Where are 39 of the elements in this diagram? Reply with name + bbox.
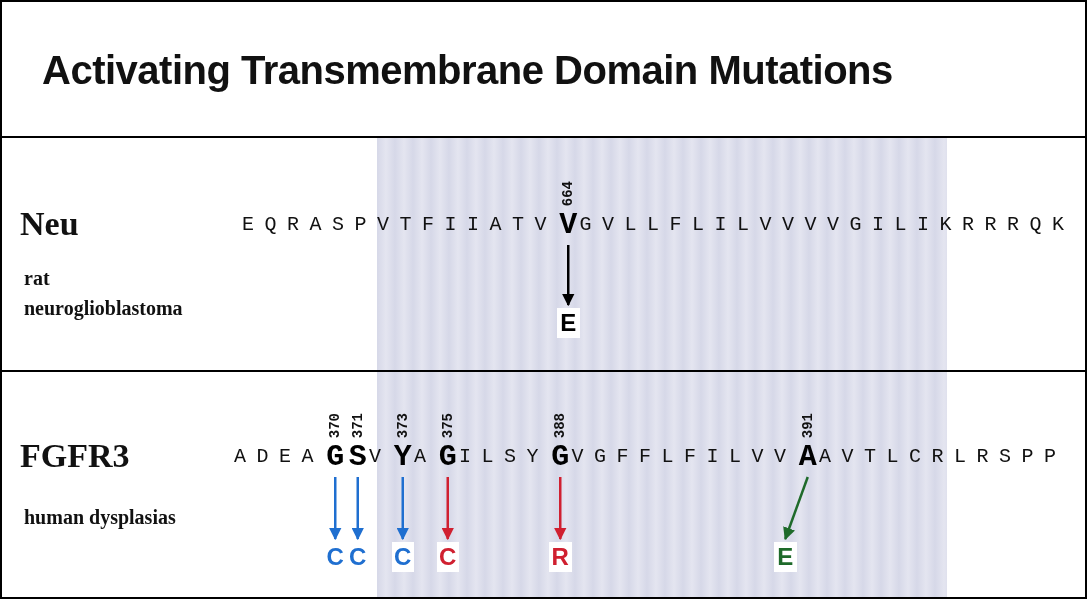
residue-letter: A	[798, 440, 817, 474]
residue-letter: G	[438, 440, 457, 474]
sequence-text: AVTLCRLRSPP	[819, 444, 1067, 470]
position-number: 388	[552, 412, 569, 438]
row-note: human dysplasias	[24, 505, 177, 531]
row-note: rat neuroglioblastoma	[24, 266, 184, 322]
arrow	[329, 477, 342, 541]
arrow	[396, 477, 409, 541]
arrow	[562, 245, 575, 307]
substituted-residue: E	[774, 542, 797, 572]
arrow	[441, 477, 454, 541]
sequence-text: ILSY	[459, 444, 549, 470]
substituted-residue: E	[557, 308, 580, 338]
position-number: 373	[394, 412, 411, 438]
sequence-text: EQRASPVTFIIATV	[242, 212, 558, 238]
arrow	[351, 477, 364, 541]
sequence-text: A	[414, 444, 437, 470]
sequence-text: ADEA	[234, 444, 324, 470]
substituted-residue: C	[436, 542, 459, 572]
sequence-text: VGFFLFILVV	[571, 444, 797, 470]
residue-letter: G	[551, 440, 570, 474]
title: Activating Transmembrane Domain Mutations	[42, 47, 893, 94]
substituted-residue: R	[549, 542, 572, 572]
position-number: 664	[560, 180, 577, 206]
residue-letter: V	[559, 208, 578, 242]
arrow	[554, 477, 567, 541]
residue-letter: Y	[393, 440, 412, 474]
substituted-residue: C	[391, 542, 414, 572]
residue-letter: S	[348, 440, 367, 474]
arrow	[783, 476, 809, 541]
row-label: FGFR3	[20, 436, 130, 476]
position-number: 371	[349, 412, 366, 438]
sequence-text: V	[369, 444, 392, 470]
residue-letter: G	[326, 440, 345, 474]
row-label: Neu	[20, 204, 79, 244]
position-number: 391	[799, 412, 816, 438]
position-number: 370	[327, 412, 344, 438]
sequence-text: GVLLFLILVVVVGILIKRRRQK	[579, 212, 1075, 238]
position-number: 375	[439, 412, 456, 438]
